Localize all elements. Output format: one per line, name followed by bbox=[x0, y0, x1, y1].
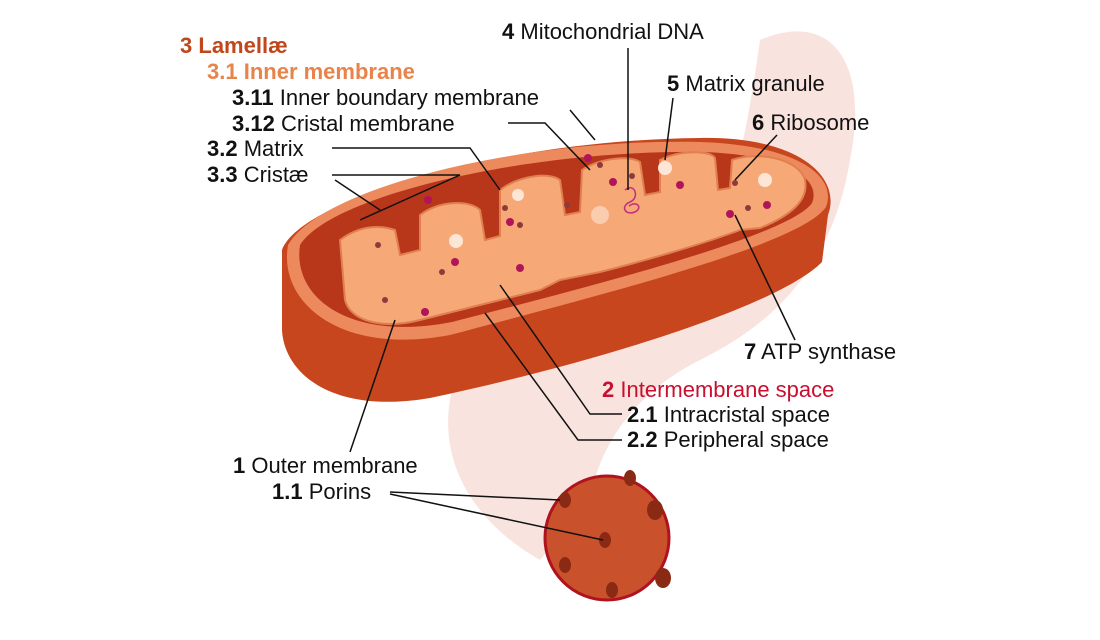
label-inner-boundary-membrane: 3.11 Inner boundary membrane bbox=[232, 85, 539, 110]
label-porins: 1.1 Porins bbox=[272, 479, 371, 504]
leader-lines bbox=[332, 48, 796, 541]
matrix-granules bbox=[449, 161, 772, 248]
label-intermembrane-space: 2 Intermembrane space bbox=[602, 377, 834, 402]
label-outer-membrane: 1 Outer membrane bbox=[233, 453, 418, 478]
cristae-matrix bbox=[338, 151, 807, 325]
ribosome-dots bbox=[375, 162, 751, 303]
label-matrix-granule: 5 Matrix granule bbox=[667, 71, 825, 96]
label-atp-synthase: 7 ATP synthase bbox=[744, 339, 896, 364]
label-matrix: 3.2 Matrix bbox=[207, 136, 304, 161]
label-lamellae: 3 Lamellæ bbox=[180, 33, 288, 58]
atp-synthase-marks bbox=[421, 154, 771, 316]
label-cristal-membrane: 3.12 Cristal membrane bbox=[232, 111, 455, 136]
mitochondrial-dna bbox=[623, 187, 640, 214]
label-ribosome: 6 Ribosome bbox=[752, 110, 869, 135]
label-mitochondrial-dna: 4 Mitochondrial DNA bbox=[502, 19, 704, 44]
label-peripheral-space: 2.2 Peripheral space bbox=[627, 427, 829, 452]
label-inner-membrane: 3.1 Inner membrane bbox=[207, 59, 415, 84]
label-intracristal-space: 2.1 Intracristal space bbox=[627, 402, 830, 427]
porin-inset bbox=[543, 470, 671, 602]
label-cristae: 3.3 Cristæ bbox=[207, 162, 309, 187]
